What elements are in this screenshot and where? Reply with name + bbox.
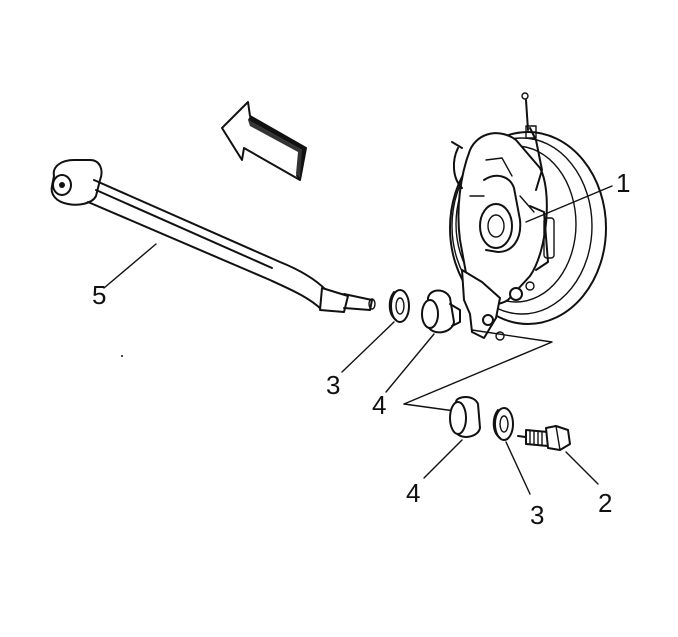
callout-4-upper: 4 [372, 390, 386, 420]
bushing-part-4-upper [421, 289, 461, 334]
stray-dot [121, 355, 123, 357]
washer-part-3-upper [388, 289, 410, 323]
explode-leader-lines [403, 329, 553, 413]
leader-3-upper [341, 321, 395, 373]
leader-2 [565, 451, 599, 485]
leader-3-lower [505, 441, 531, 495]
leader-4-upper [385, 333, 435, 393]
bushing-part-4-lower [449, 396, 481, 438]
backing-plate-assembly [449, 92, 607, 341]
tie-rod-part-5 [50, 159, 376, 313]
callout-3-upper: 3 [326, 370, 340, 400]
callout-4-lower: 4 [406, 478, 420, 508]
callout-3-lower: 3 [530, 500, 544, 530]
bolt-part-2 [517, 425, 571, 451]
callout-2: 2 [598, 488, 612, 518]
leader-1 [525, 185, 613, 223]
washer-part-3-lower [492, 407, 514, 441]
callout-leaders [103, 185, 613, 495]
leader-4-lower [423, 439, 463, 479]
callout-5: 5 [92, 280, 106, 310]
callout-1: 1 [616, 168, 630, 198]
direction-arrow [221, 101, 307, 181]
leader-5 [103, 243, 157, 289]
